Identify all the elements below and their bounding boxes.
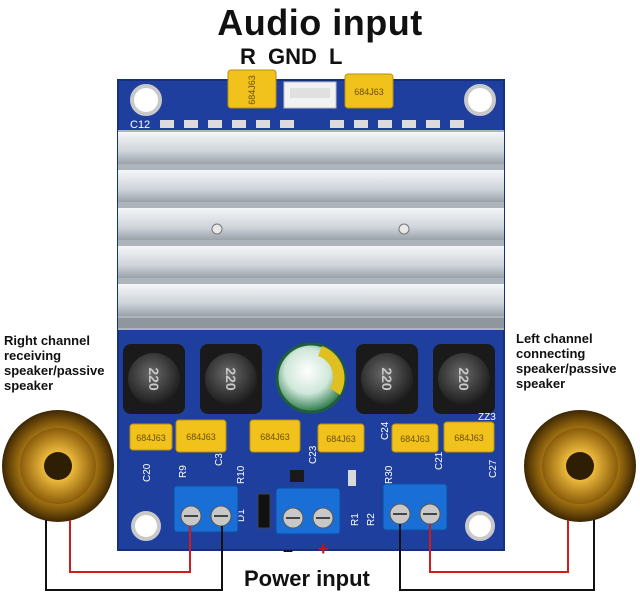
silkscreen-c27: C27 [488,459,499,478]
power-positive-marker: + [318,539,329,559]
silkscreen-c12: C12 [130,119,150,131]
input-capacitor-right [227,69,277,109]
smd-component-row [160,120,464,128]
capacitor-marking: 684J63 [247,75,257,105]
inductor: 220 [200,344,262,414]
capacitor-stripe [318,346,345,395]
mounting-hole [131,511,161,541]
capacitor-marking: 684J63 [260,432,290,442]
right-channel-black-wire [45,520,223,591]
inductor-marking: 220 [223,367,239,391]
speaker-terminal-left-channel [382,483,448,531]
inductor-marking: 220 [379,367,395,391]
silkscreen-c21: C21 [434,451,445,470]
mounting-hole [130,84,162,116]
silkscreen-zz3: ZZ3 [478,412,496,423]
silkscreen-c24: C24 [380,421,391,440]
connector-slot [290,88,330,98]
left-channel-red-wire [429,520,569,573]
left-channel-black-wire [399,520,595,591]
silkscreen-r2: R2 [366,513,377,526]
mounting-hole [464,84,496,116]
power-input-label: Power input [244,566,370,591]
inductor-marking: 220 [456,367,472,391]
heatsink-screw [398,223,410,235]
smd-transistor [290,470,304,482]
left-speaker-icon [2,410,114,522]
silkscreen-r30: R30 [384,465,395,484]
input-pin-labels: R GND L [240,44,348,70]
heatsink [118,130,504,330]
heatsink-screw [211,223,223,235]
power-negative-marker: – [283,540,294,560]
pin-l-label: L [329,44,343,69]
capacitor-marking: 684J63 [354,87,384,97]
silkscreen-c20: C20 [142,463,153,482]
capacitor-marking: 684J63 [136,433,166,443]
silkscreen-c3: C3 [214,453,225,466]
silkscreen-d1: D1 [236,509,247,522]
right-speaker-icon [524,410,636,522]
right-channel-red-wire [69,520,191,573]
silkscreen-r9: R9 [178,465,189,478]
silkscreen-c23: C23 [308,445,319,464]
power-diode [257,493,271,529]
capacitor-marking: 684J63 [186,432,216,442]
pin-r-label: R [240,44,256,69]
capacitor-marking: 684J63 [400,434,430,444]
film-capacitor-row: 684J63 684J63 684J63 684J63 684J63 684J6… [129,419,495,453]
capacitor-marking: 684J63 [454,433,484,443]
inductor: 220 [356,344,418,414]
input-capacitor-left [344,73,394,109]
speaker-terminal-right-channel [173,485,239,533]
inductor-marking: 220 [146,367,162,391]
smd-resistor [348,470,356,486]
inductor: 220 [123,344,185,414]
pin-gnd-label: GND [268,44,317,69]
silkscreen-r10: R10 [236,465,247,484]
mounting-hole [465,511,495,541]
silkscreen-r1: R1 [350,513,361,526]
left-channel-speaker-label: Left channel connecting speaker/passive … [516,331,617,391]
diagram-title: Audio input [217,2,423,43]
power-input-terminal [275,487,341,535]
inductor: 220 [433,344,495,414]
capacitor-marking: 684J63 [326,434,356,444]
right-channel-speaker-label: Right channel receiving speaker/passive … [4,333,105,393]
